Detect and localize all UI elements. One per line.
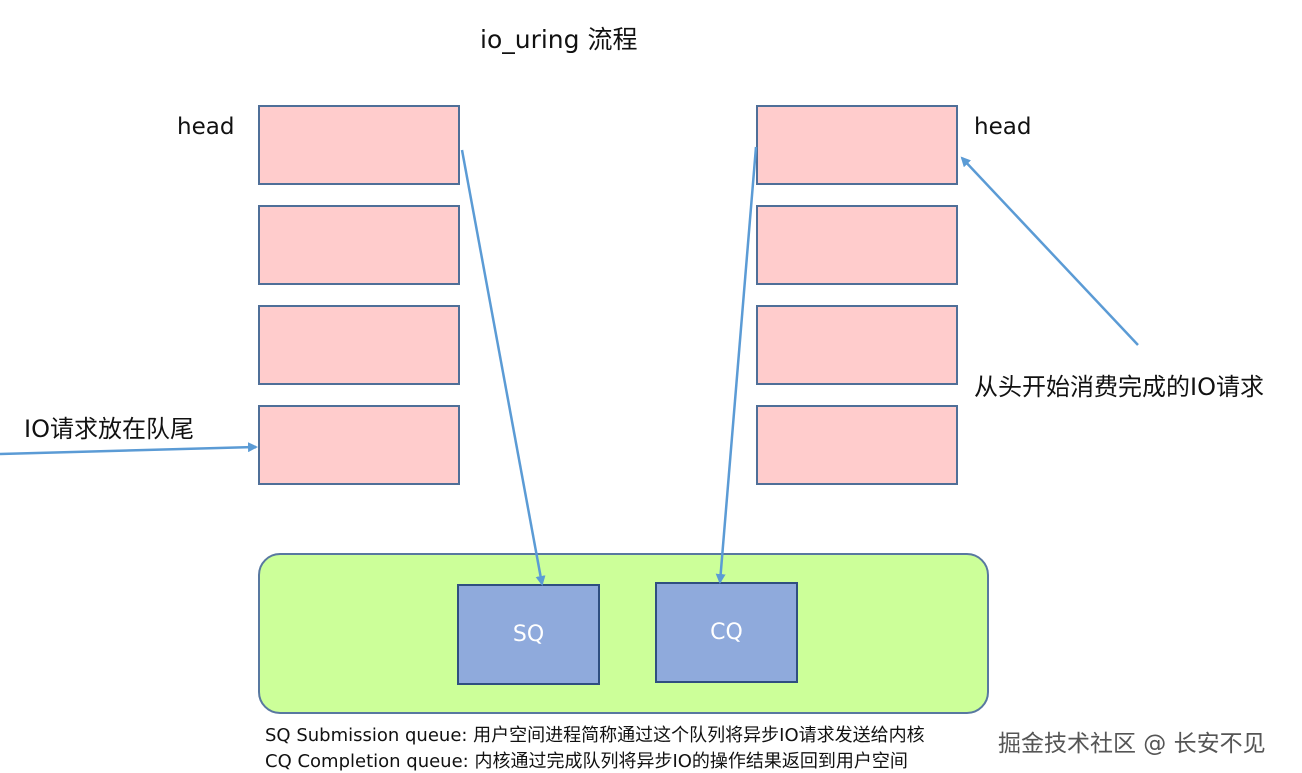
consume-arrow (960, 156, 1139, 346)
enqueue-arrow (0, 442, 258, 456)
cq-box: CQ (655, 582, 798, 683)
sq-box: SQ (457, 584, 600, 685)
legend-cq: CQ Completion queue: 内核通过完成队列将异步IO的操作结果返… (265, 751, 908, 772)
legend-sq: SQ Submission queue: 用户空间进程简称通过这个队列将异步IO… (265, 725, 925, 746)
sq-label: SQ (512, 622, 545, 647)
left-ring-slot-4 (258, 405, 460, 485)
diagram-title: io_uring 流程 (480, 25, 638, 54)
left-ring-slot-2 (258, 205, 460, 285)
left-head-label: head (177, 114, 235, 140)
left-ring-slot-3 (258, 305, 460, 385)
watermark: 掘金技术社区 @ 长安不见 (998, 731, 1266, 757)
right-ring-slot-3 (756, 305, 958, 385)
right-ring-slot-4 (756, 405, 958, 485)
right-ring-slot-1 (756, 105, 958, 185)
cq-label: CQ (710, 620, 743, 645)
enqueue-note: IO请求放在队尾 (24, 415, 194, 443)
left-ring-slot-1 (258, 105, 460, 185)
left-head-to-sq-arrow (460, 149, 546, 586)
right-ring-slot-2 (756, 205, 958, 285)
kernel-region: SQ CQ (258, 553, 989, 714)
consume-note: 从头开始消费完成的IO请求 (974, 373, 1264, 401)
right-head-label: head (974, 114, 1032, 140)
cq-to-right-head-arrow (715, 146, 758, 584)
